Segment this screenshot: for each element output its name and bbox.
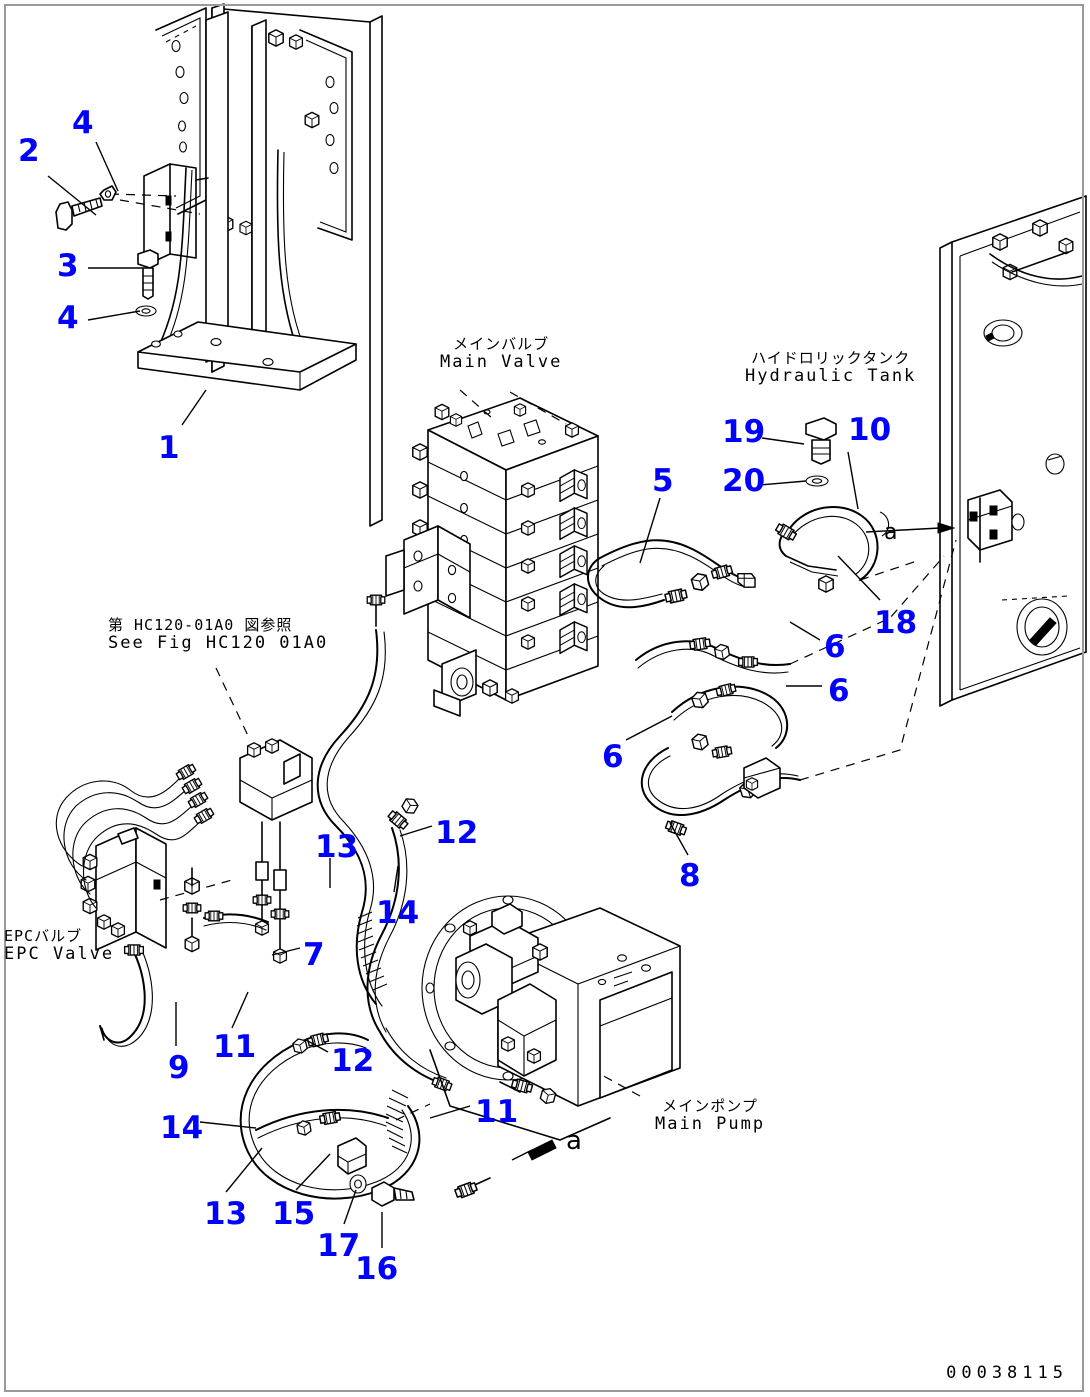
hose-spring-guard [356, 911, 388, 991]
label-epc-valve-en: EPC Valve [4, 944, 115, 964]
part-11-fitting-stack [182, 867, 202, 953]
callout-6: 6 [824, 629, 846, 665]
label-epc-valve: EPCバルブ EPC Valve [4, 928, 114, 964]
label-main-valve-jp: メインバルブ [453, 335, 550, 353]
tank-return-port [1001, 595, 1069, 656]
callout-19: 19 [722, 414, 766, 450]
part-16-bolt [371, 1181, 415, 1207]
reference-solenoid-block [182, 667, 313, 964]
annotation-view-a: a [566, 1126, 582, 1156]
callout-18: 18 [874, 605, 918, 641]
label-main-pump: メインポンプ Main Pump [655, 1098, 765, 1134]
callout-6: 6 [602, 739, 624, 775]
label-main-valve: メインバルブ Main Valve [440, 336, 562, 372]
callout-7: 7 [303, 937, 325, 973]
callout-6: 6 [828, 673, 850, 709]
spool-rod-right [270, 821, 290, 964]
callout-2: 2 [18, 133, 40, 169]
part-19-bolt [805, 417, 837, 465]
callout-11: 11 [475, 1094, 519, 1130]
callout-13: 13 [315, 829, 359, 865]
callout-8: 8 [679, 858, 701, 894]
callout-14: 14 [160, 1110, 204, 1146]
callout-10: 10 [848, 412, 892, 448]
label-main-pump-en: Main Pump [655, 1114, 766, 1134]
callout-9: 9 [168, 1050, 190, 1086]
label-main-valve-en: Main Valve [440, 352, 563, 372]
part-15-coupler [337, 1137, 367, 1175]
tank-port-cap [983, 319, 1023, 347]
spool-rod-left [252, 821, 272, 936]
main-pump-assembly [421, 895, 681, 1200]
hose-spring-guard-lower [385, 1089, 409, 1154]
callout-leaders [47, 141, 881, 1248]
hose-group-middle [316, 629, 454, 1093]
label-hydraulic-tank-jp: ハイドロリックタンク [751, 349, 911, 367]
callout-4: 4 [57, 300, 79, 336]
tank-lower-bracket [967, 489, 1025, 563]
main-valve-block [366, 389, 599, 717]
hose-group-upper-right [587, 417, 957, 838]
hydraulic-tank-panel [865, 195, 1087, 707]
callout-3: 3 [57, 248, 79, 284]
label-see-fig-jp: 第 HC120-01A0 図参照 [108, 616, 293, 634]
callout-20: 20 [722, 463, 766, 499]
callout-4: 4 [72, 105, 94, 141]
callout-13: 13 [204, 1196, 248, 1232]
callout-11: 11 [213, 1029, 257, 1065]
label-hydraulic-tank: ハイドロリックタンク Hydraulic Tank [745, 350, 916, 386]
label-hydraulic-tank-en: Hydraulic Tank [745, 366, 917, 386]
callout-15: 15 [272, 1196, 316, 1232]
callout-14: 14 [376, 895, 420, 931]
callout-5: 5 [652, 463, 674, 499]
callout-17: 17 [317, 1228, 361, 1264]
part-17-nut [349, 1174, 367, 1194]
inline-union-block [743, 757, 781, 799]
annotation-view-a-right: a [884, 520, 898, 545]
drawing-number: 00038115 [946, 1363, 1068, 1383]
valve-mount-bracket-assembly [55, 3, 383, 527]
label-see-fig-en: See Fig HC120 01A0 [108, 633, 329, 653]
callout-16: 16 [355, 1251, 399, 1287]
part-3-hex-bolt [137, 249, 159, 300]
callout-12: 12 [435, 815, 479, 851]
callout-12: 12 [331, 1043, 375, 1079]
hose-group-lower-left [239, 1031, 431, 1207]
part-4-washer-upper [99, 185, 117, 201]
label-epc-valve-jp: EPCバルブ [4, 927, 83, 945]
drawing-border [4, 4, 1084, 1392]
label-main-pump-jp: メインポンプ [662, 1097, 758, 1115]
label-see-fig-reference: 第 HC120-01A0 図参照 See Fig HC120 01A0 [108, 617, 328, 653]
callout-1: 1 [158, 430, 180, 466]
part-20-washer [805, 475, 829, 487]
